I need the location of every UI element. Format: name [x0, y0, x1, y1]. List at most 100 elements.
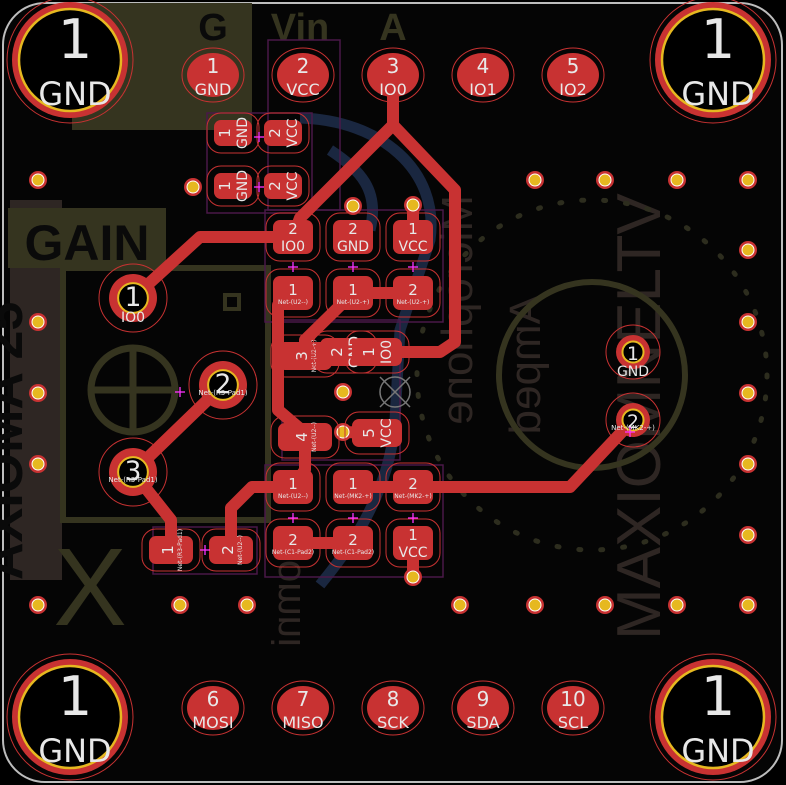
pad-net-label: SCL — [558, 713, 588, 732]
via — [29, 171, 47, 189]
via — [596, 171, 614, 189]
pad-net-label: Net-(U2-+) — [337, 299, 370, 306]
pad-net-label: Net-(U2-+) — [397, 299, 430, 306]
pad-net-label: GND — [38, 732, 111, 770]
via — [184, 178, 202, 196]
pad-net-label: SDA — [466, 713, 499, 732]
pad-number: 2 — [266, 128, 284, 138]
pad-number: 1 — [701, 8, 735, 71]
pad-number: 1 — [288, 281, 298, 299]
anchor-marker-icon — [348, 513, 358, 523]
anchor-marker-icon — [175, 387, 185, 397]
pad-net-label: Net-(MK2-+) — [394, 493, 432, 500]
anchor-marker-icon — [348, 262, 358, 272]
pad-net-label: IO0 — [121, 310, 145, 326]
pad-number: 1 — [360, 347, 378, 357]
via — [29, 455, 47, 473]
pad-number: 1 — [627, 344, 639, 365]
pad-number: 2 — [266, 181, 284, 191]
pad-number: 1 — [408, 220, 418, 238]
pad-net-label: IO2 — [559, 80, 587, 99]
pad-net-label: Net-(MK2-+) — [334, 493, 372, 500]
pad-number: 2 — [348, 531, 358, 549]
pot-marker — [223, 293, 241, 311]
pad-net-label: VCC — [286, 80, 319, 99]
pad-net-label: Net-(U2--) — [278, 299, 308, 306]
pad-number: 7 — [297, 687, 310, 711]
pad-net-label: GND — [617, 364, 649, 380]
pad-net-label: GND — [235, 117, 251, 149]
anchor-marker-icon — [408, 513, 418, 523]
pad-net-label: VCC — [398, 239, 427, 255]
pad-number: 1 — [216, 128, 234, 138]
mic-dotted-outline — [414, 197, 770, 553]
pad-number: 5 — [360, 428, 378, 438]
pad-number: 2 — [297, 54, 310, 78]
silk-label-a: A — [379, 7, 406, 49]
pad-net-label: SCK — [377, 713, 409, 732]
pad-net-label: GND — [235, 170, 251, 202]
pad-number: 1 — [348, 475, 358, 493]
via — [739, 313, 757, 331]
pad-number: 2 — [627, 412, 639, 433]
pad-number: 2 — [408, 475, 418, 493]
trace-r3 — [127, 379, 229, 556]
pad-number: 2 — [215, 369, 232, 400]
via — [739, 171, 757, 189]
pad-net-label: VCC — [285, 171, 301, 200]
pad-net-label: MOSI — [192, 713, 233, 732]
pad-number: 2 — [288, 531, 298, 549]
anchor-marker-icon — [288, 262, 298, 272]
via — [668, 171, 686, 189]
pad-number: 1 — [348, 281, 358, 299]
via — [29, 384, 47, 402]
pad-net-label: VCC — [285, 118, 301, 147]
